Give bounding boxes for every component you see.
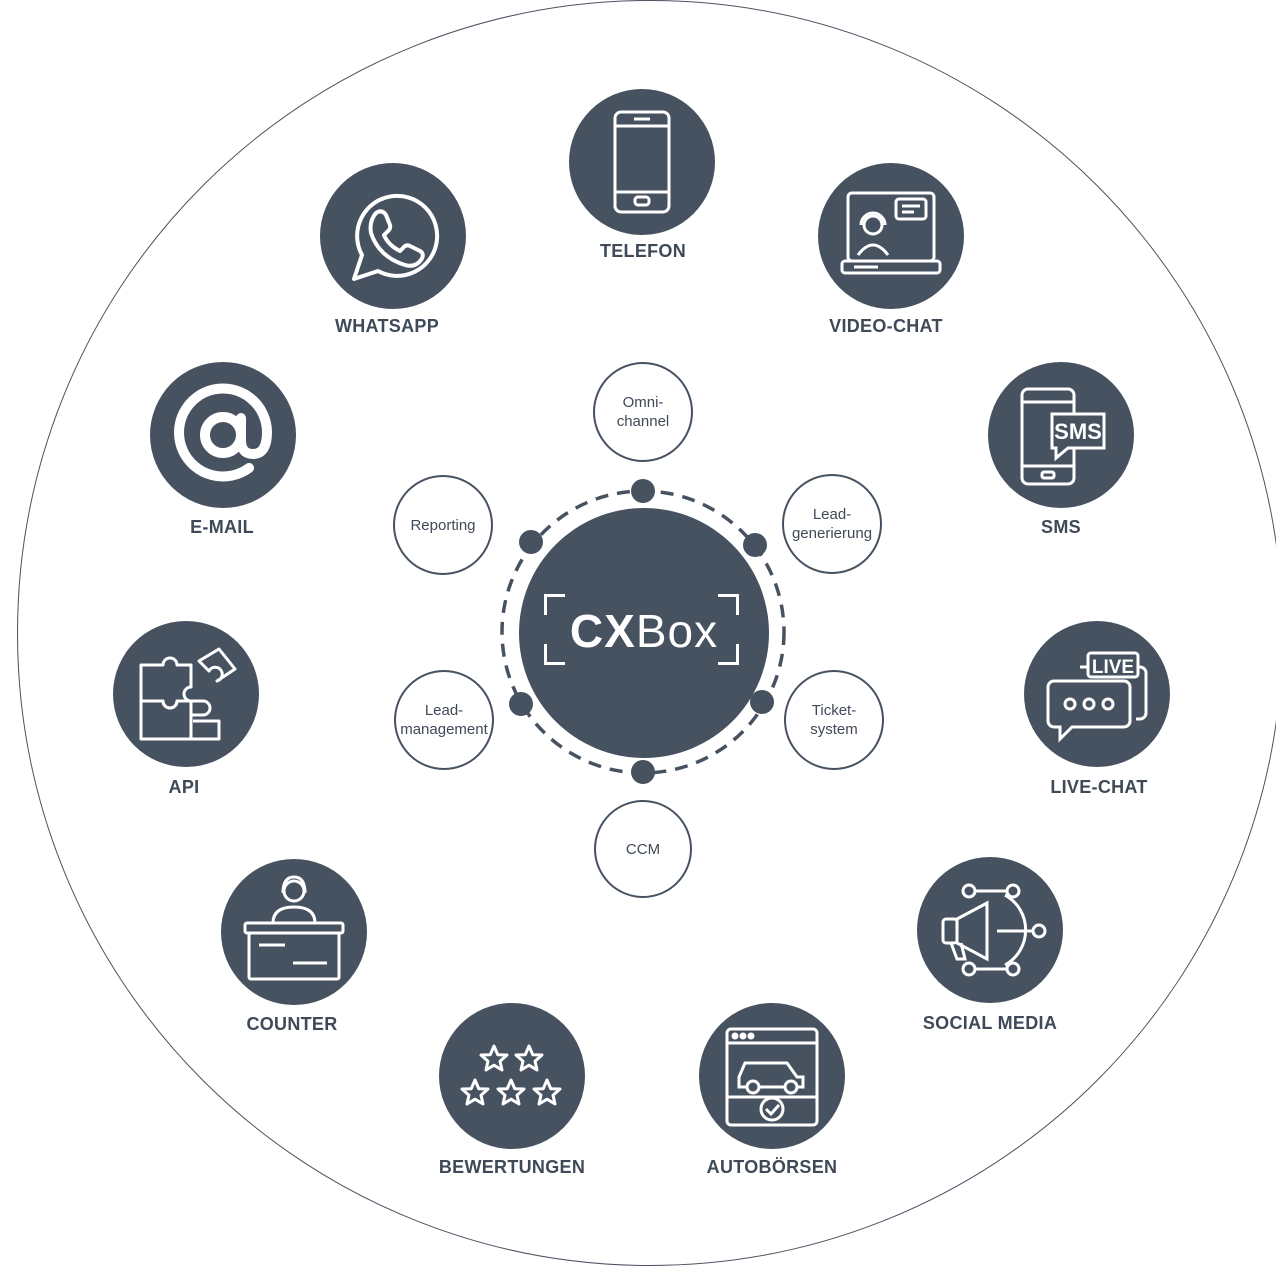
video-chat-icon — [840, 191, 942, 275]
smartphone-icon — [613, 110, 671, 214]
channel-label-telefon: TELEFON — [599, 241, 687, 261]
cxbox-logo: CXBox — [569, 605, 719, 657]
module-reporting: Reporting — [393, 475, 493, 575]
channel-api — [113, 621, 259, 767]
module-omnichannel: Omni- channel — [593, 362, 693, 462]
channel-counter — [221, 859, 367, 1005]
channel-video-chat — [818, 163, 964, 309]
channel-whatsapp — [320, 163, 466, 309]
live-chat-icon: LIVE — [1046, 651, 1148, 743]
channel-sms: SMS — [988, 362, 1134, 508]
svg-text:LIVE: LIVE — [1092, 657, 1134, 678]
channel-label-email: E-MAIL — [190, 517, 254, 537]
channel-autoboersen — [699, 1003, 845, 1149]
channel-telefon — [569, 89, 715, 235]
channel-label-autoboersen: AUTOBÖRSEN — [706, 1157, 838, 1177]
channel-label-counter: COUNTER — [246, 1014, 338, 1034]
puzzle-icon — [139, 647, 237, 741]
channel-label-social-media: SOCIAL MEDIA — [922, 1013, 1058, 1033]
svg-text:SMS: SMS — [1054, 419, 1102, 444]
module-leadgenerierung: Lead- generierung — [782, 474, 882, 574]
sms-phone-icon: SMS — [1020, 387, 1106, 486]
car-marketplace-icon — [725, 1027, 819, 1127]
whatsapp-icon — [352, 193, 440, 281]
reception-desk-icon — [243, 875, 345, 981]
channel-label-video-chat: VIDEO-CHAT — [829, 316, 943, 336]
at-sign-icon — [174, 383, 273, 482]
channel-label-whatsapp: WHATSAPP — [334, 316, 440, 336]
channel-bewertungen — [439, 1003, 585, 1149]
channel-email — [150, 362, 296, 508]
channel-label-live-chat: LIVE-CHAT — [1050, 777, 1148, 797]
channel-label-api: API — [168, 777, 200, 797]
channel-live-chat: LIVE — [1024, 621, 1170, 767]
channel-label-sms: SMS — [1041, 517, 1081, 537]
megaphone-network-icon — [941, 883, 1047, 977]
module-ticketsystem: Ticket- system — [784, 670, 884, 770]
module-leadmanagement: Lead- management — [394, 670, 494, 770]
channel-label-bewertungen: BEWERTUNGEN — [438, 1157, 586, 1177]
stars-rating-icon — [460, 1044, 562, 1106]
module-ccm: CCM — [594, 800, 692, 898]
channel-social-media — [917, 857, 1063, 1003]
cxbox-hub: CXBox — [519, 508, 769, 758]
